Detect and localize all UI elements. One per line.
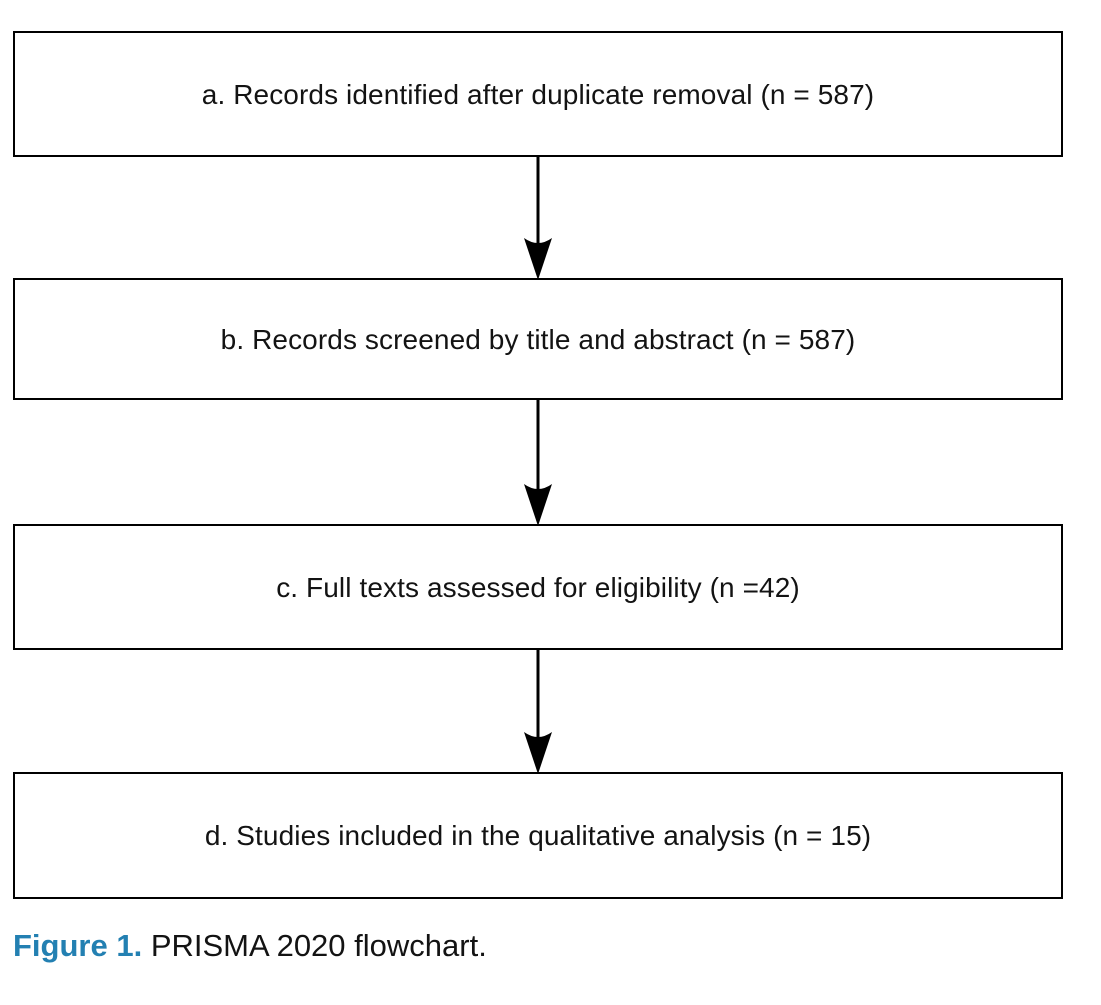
flow-box-label: b. Records screened by title and abstrac… (220, 323, 856, 355)
flow-box-records-identified: a. Records identified after duplicate re… (13, 31, 1063, 157)
down-arrow-icon (524, 650, 552, 774)
down-arrow-icon (524, 400, 552, 526)
figure-caption-text: PRISMA 2020 flowchart. (142, 928, 487, 963)
flow-box-label: d. Studies included in the qualitative a… (204, 820, 872, 851)
flow-box-records-screened: b. Records screened by title and abstrac… (13, 278, 1063, 400)
flow-box-studies-included: d. Studies included in the qualitative a… (13, 772, 1063, 899)
down-arrow-icon (524, 157, 552, 280)
figure-caption: Figure 1. PRISMA 2020 flowchart. (13, 928, 487, 964)
flow-box-fulltexts-assessed: c. Full texts assessed for eligibility (… (13, 524, 1063, 650)
flow-box-label: c. Full texts assessed for eligibility (… (276, 571, 800, 603)
flow-box-label: a. Records identified after duplicate re… (201, 78, 875, 110)
figure-caption-number: Figure 1. (13, 928, 143, 963)
